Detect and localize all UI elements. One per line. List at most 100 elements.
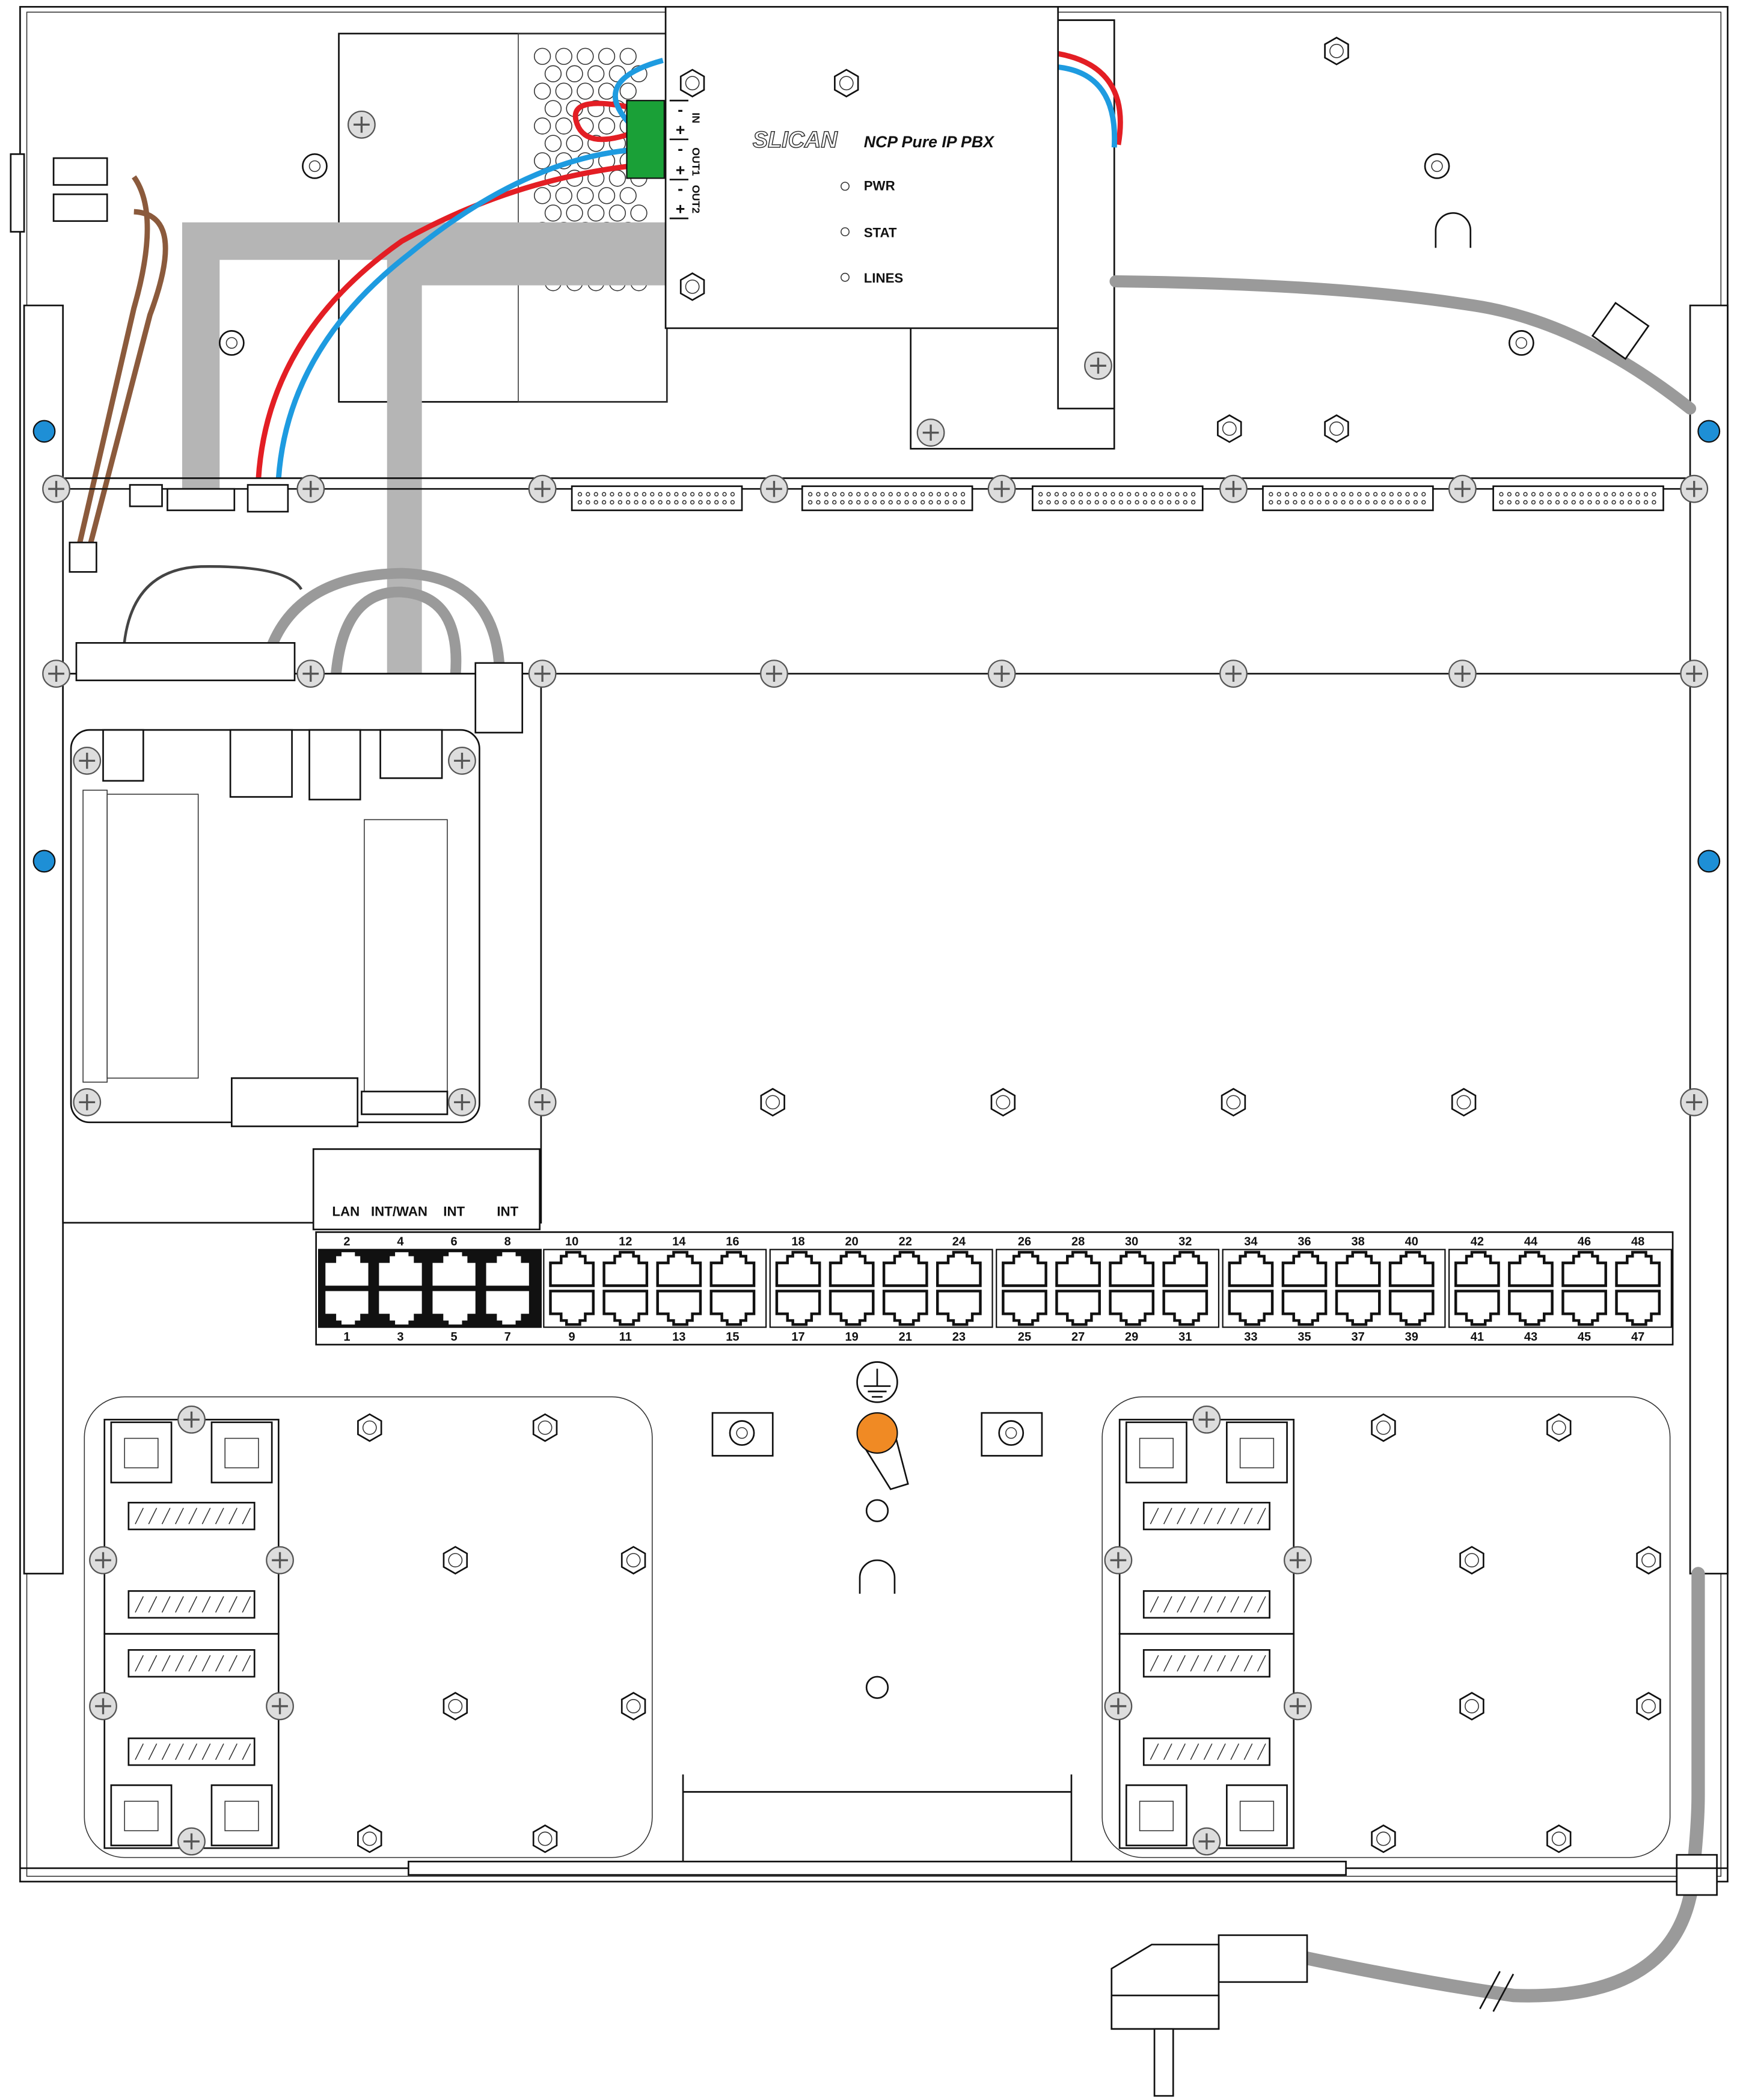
pin bbox=[1397, 492, 1402, 497]
rj45-port-icon[interactable] bbox=[936, 1290, 982, 1326]
rj45-port-icon[interactable] bbox=[486, 1291, 529, 1325]
pin bbox=[1531, 492, 1536, 497]
terminal-strip[interactable] bbox=[127, 1590, 256, 1619]
terminal-strip[interactable] bbox=[127, 1737, 256, 1766]
rj45-port-icon[interactable] bbox=[656, 1251, 702, 1287]
pin bbox=[642, 500, 647, 505]
pin bbox=[586, 500, 590, 505]
rj45-port-icon[interactable] bbox=[432, 1291, 476, 1325]
rj45-port-icon[interactable] bbox=[1002, 1290, 1047, 1326]
rj45-port-icon[interactable] bbox=[829, 1251, 875, 1287]
pin bbox=[960, 492, 966, 497]
rj45-port-icon[interactable] bbox=[1615, 1251, 1661, 1287]
backplane-slot-connector[interactable] bbox=[1492, 485, 1664, 512]
pin bbox=[698, 500, 703, 505]
rj11-port-icon[interactable] bbox=[110, 1421, 173, 1484]
blue-screw-icon[interactable] bbox=[32, 420, 56, 443]
blue-screw-icon[interactable] bbox=[1697, 849, 1721, 873]
backplane-slot-connector[interactable] bbox=[801, 485, 973, 512]
rj45-port-icon[interactable] bbox=[709, 1251, 756, 1287]
pin bbox=[1038, 500, 1043, 505]
terminal-strip[interactable] bbox=[1142, 1649, 1270, 1678]
rj45-port-icon[interactable] bbox=[775, 1290, 821, 1326]
rj45-port-icon[interactable] bbox=[1002, 1251, 1047, 1287]
rj11-port-icon[interactable] bbox=[210, 1421, 273, 1484]
rj45-port-icon[interactable] bbox=[1055, 1251, 1101, 1287]
terminal-pin bbox=[1203, 1743, 1213, 1760]
rj45-port-icon[interactable] bbox=[432, 1252, 476, 1286]
rj11-port-icon[interactable] bbox=[210, 1784, 273, 1846]
rj45-port-icon[interactable] bbox=[1109, 1290, 1155, 1326]
rj45-port-icon[interactable] bbox=[1508, 1251, 1554, 1287]
terminal-strip[interactable] bbox=[127, 1502, 256, 1531]
rj45-port-icon[interactable] bbox=[1055, 1290, 1101, 1326]
pin bbox=[928, 500, 933, 505]
rj45-port-icon[interactable] bbox=[1615, 1290, 1661, 1326]
pin bbox=[1086, 500, 1091, 505]
rj11-port-icon[interactable] bbox=[110, 1784, 173, 1846]
pin bbox=[1499, 492, 1504, 497]
screw-cross bbox=[272, 1698, 288, 1715]
rj45-port-icon[interactable] bbox=[1561, 1290, 1607, 1326]
rj45-port-icon[interactable] bbox=[709, 1290, 756, 1326]
backplane-slot-connector[interactable] bbox=[1032, 485, 1204, 512]
blue-screw-icon[interactable] bbox=[32, 849, 56, 873]
pin bbox=[1604, 500, 1608, 505]
pin bbox=[1341, 500, 1346, 505]
power-plug-icon bbox=[1111, 1934, 1308, 2097]
rj45-port-icon[interactable] bbox=[936, 1251, 982, 1287]
port-number-bottom: 35 bbox=[1297, 1330, 1311, 1344]
rj45-port-icon[interactable] bbox=[1388, 1251, 1435, 1287]
rj45-port-icon[interactable] bbox=[775, 1251, 821, 1287]
port-number-bottom: 23 bbox=[952, 1330, 966, 1344]
rj11-port-icon[interactable] bbox=[1226, 1421, 1288, 1484]
rj45-port-icon[interactable] bbox=[882, 1251, 928, 1287]
green-terminal-block[interactable] bbox=[626, 100, 665, 179]
rj45-port-icon[interactable] bbox=[1281, 1290, 1328, 1326]
blue-screw-icon[interactable] bbox=[1697, 420, 1721, 443]
rj11-port-icon[interactable] bbox=[1125, 1421, 1187, 1484]
rj45-port-icon[interactable] bbox=[1162, 1290, 1209, 1326]
rj45-port-icon[interactable] bbox=[1388, 1290, 1435, 1326]
pin bbox=[960, 500, 966, 505]
ground-screw-icon[interactable] bbox=[856, 1412, 898, 1454]
terminal-pin bbox=[1230, 1655, 1240, 1672]
terminal-strip[interactable] bbox=[127, 1649, 256, 1678]
rj45-port-icon[interactable] bbox=[1162, 1251, 1209, 1287]
rj45-port-icon[interactable] bbox=[549, 1251, 595, 1287]
port-number-bottom: 47 bbox=[1631, 1330, 1644, 1344]
terminal-pin bbox=[1217, 1596, 1226, 1613]
rj45-port-icon[interactable] bbox=[1454, 1251, 1500, 1287]
rj45-port-icon[interactable] bbox=[1335, 1290, 1381, 1326]
terminal-strip[interactable] bbox=[1142, 1590, 1270, 1619]
wire-terminal bbox=[69, 541, 97, 573]
rj45-port-icon[interactable] bbox=[656, 1290, 702, 1326]
rj11-socket bbox=[1139, 1801, 1174, 1831]
rj11-port-icon[interactable] bbox=[1226, 1784, 1288, 1846]
rj45-port-icon[interactable] bbox=[1454, 1290, 1500, 1326]
terminal-strip[interactable] bbox=[1142, 1502, 1270, 1531]
rj45-port-icon[interactable] bbox=[1109, 1251, 1155, 1287]
rj45-port-icon[interactable] bbox=[486, 1252, 529, 1286]
rj45-port-icon[interactable] bbox=[549, 1290, 595, 1326]
rj45-port-icon[interactable] bbox=[882, 1290, 928, 1326]
rj45-port-icon[interactable] bbox=[379, 1291, 422, 1325]
backplane-slot-connector[interactable] bbox=[1262, 485, 1434, 512]
rj45-port-icon[interactable] bbox=[379, 1252, 422, 1286]
rj11-port-icon[interactable] bbox=[1125, 1784, 1187, 1846]
port-number-bottom: 5 bbox=[451, 1330, 458, 1344]
pin bbox=[864, 492, 869, 497]
pin bbox=[1325, 500, 1330, 505]
rj45-port-icon[interactable] bbox=[829, 1290, 875, 1326]
rj45-port-icon[interactable] bbox=[1281, 1251, 1328, 1287]
rj45-port-icon[interactable] bbox=[602, 1251, 649, 1287]
backplane-slot-connector[interactable] bbox=[571, 485, 743, 512]
rj45-port-icon[interactable] bbox=[602, 1290, 649, 1326]
rj45-port-icon[interactable] bbox=[1335, 1251, 1381, 1287]
rj45-port-icon[interactable] bbox=[1228, 1290, 1274, 1326]
rj45-port-icon[interactable] bbox=[1508, 1290, 1554, 1326]
rj45-port-icon[interactable] bbox=[1561, 1251, 1607, 1287]
jumper-block bbox=[129, 484, 163, 507]
terminal-strip[interactable] bbox=[1142, 1737, 1270, 1766]
rj45-port-icon[interactable] bbox=[1228, 1251, 1274, 1287]
